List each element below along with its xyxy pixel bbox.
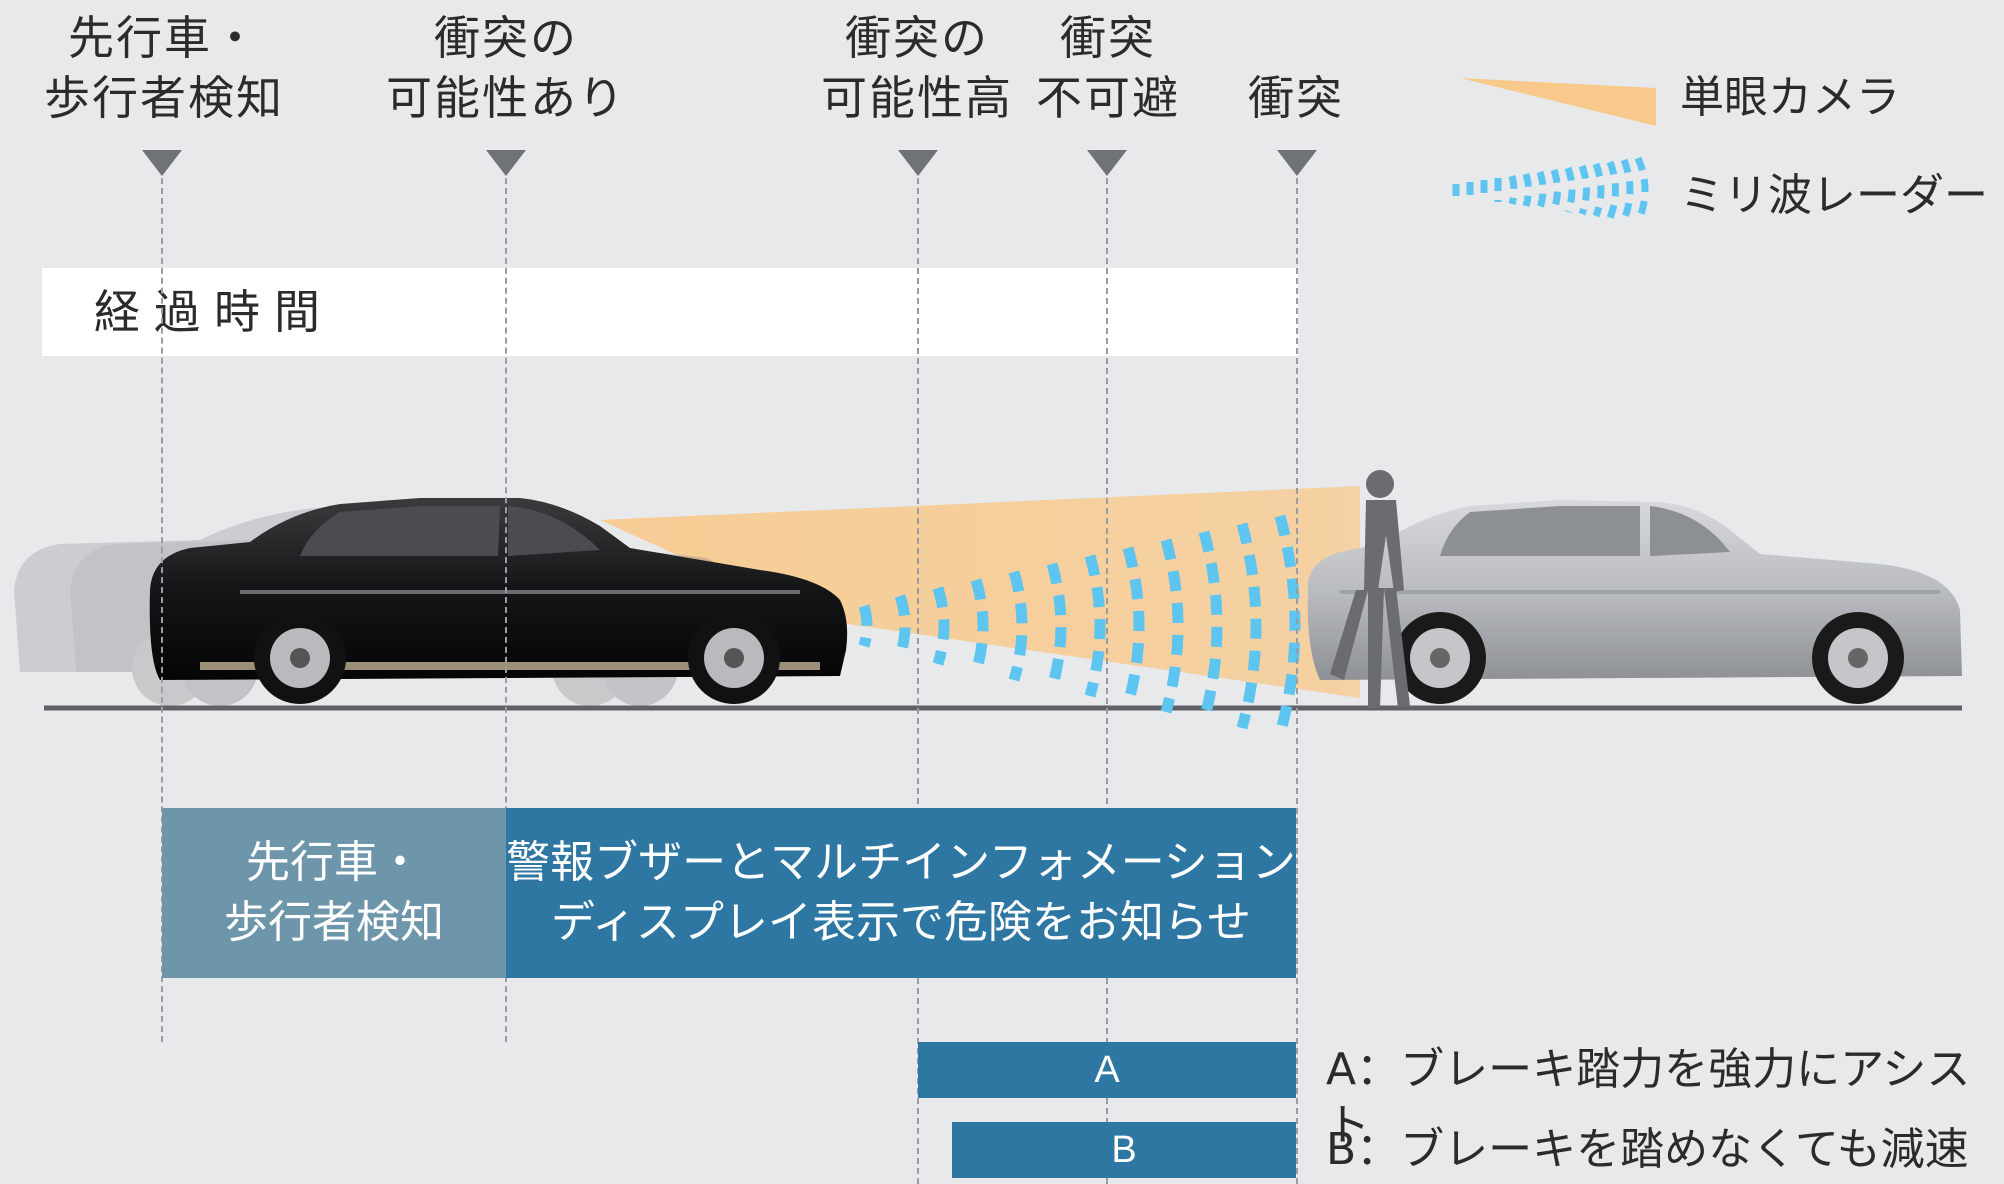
phase-detection-box: 先行車・ 歩行者検知 bbox=[162, 808, 506, 978]
stage-line-detection bbox=[161, 178, 163, 1042]
assist-description-a: A：ブレーキ踏力を強力にアシスト bbox=[1326, 1044, 1971, 1151]
stage-line-unavoidable bbox=[1106, 178, 1108, 1184]
stage-line-collision bbox=[1296, 178, 1298, 1184]
legend-radar-label: ミリ波レーダー bbox=[1680, 170, 1988, 221]
pedestrian-figure bbox=[1330, 470, 1410, 708]
radar-waves bbox=[858, 514, 1301, 736]
elapsed-time-bar: 経過時間 bbox=[42, 268, 1298, 356]
legend-camera-label: 単眼カメラ bbox=[1680, 72, 1900, 123]
phase-detection-label: 先行車・ 歩行者検知 bbox=[224, 837, 444, 948]
stage-marker-possible-collision bbox=[486, 150, 526, 176]
legend-camera-swatch bbox=[1460, 78, 1656, 126]
driving-scene bbox=[14, 470, 1962, 736]
stage-label-unavoidable: 衝突 不可避 bbox=[1036, 11, 1180, 125]
legend-radar-swatch bbox=[1452, 156, 1649, 224]
assist-bar-a: A bbox=[918, 1042, 1296, 1098]
own-vehicle-black bbox=[149, 498, 848, 704]
elapsed-time-label: 経過時間 bbox=[94, 285, 334, 339]
stage-label-possible-collision: 衝突の 可能性あり bbox=[386, 11, 626, 125]
phase-warning-box: 警報ブザーとマルチインフォメーション ディスプレイ表示で危険をお知らせ bbox=[506, 808, 1296, 978]
stage-marker-unavoidable bbox=[1087, 150, 1127, 176]
stage-label-high-collision: 衝突の 可能性高 bbox=[821, 11, 1013, 125]
assist-bar-b: B bbox=[952, 1122, 1296, 1178]
stage-marker-collision bbox=[1277, 150, 1317, 176]
stage-label-detection: 先行車・ 歩行者検知 bbox=[44, 11, 284, 125]
stage-marker-high-collision bbox=[898, 150, 938, 176]
assist-description-b: B：ブレーキを踏めなくても減速 bbox=[1326, 1124, 1969, 1175]
stage-marker-detection bbox=[142, 150, 182, 176]
leading-vehicle-silver bbox=[1307, 500, 1962, 704]
phase-warning-label: 警報ブザーとマルチインフォメーション ディスプレイ表示で危険をお知らせ bbox=[506, 837, 1296, 948]
stage-line-possible-collision bbox=[505, 178, 507, 1042]
stage-line-high-collision bbox=[917, 178, 919, 1184]
stage-label-collision: 衝突 bbox=[1248, 71, 1344, 125]
